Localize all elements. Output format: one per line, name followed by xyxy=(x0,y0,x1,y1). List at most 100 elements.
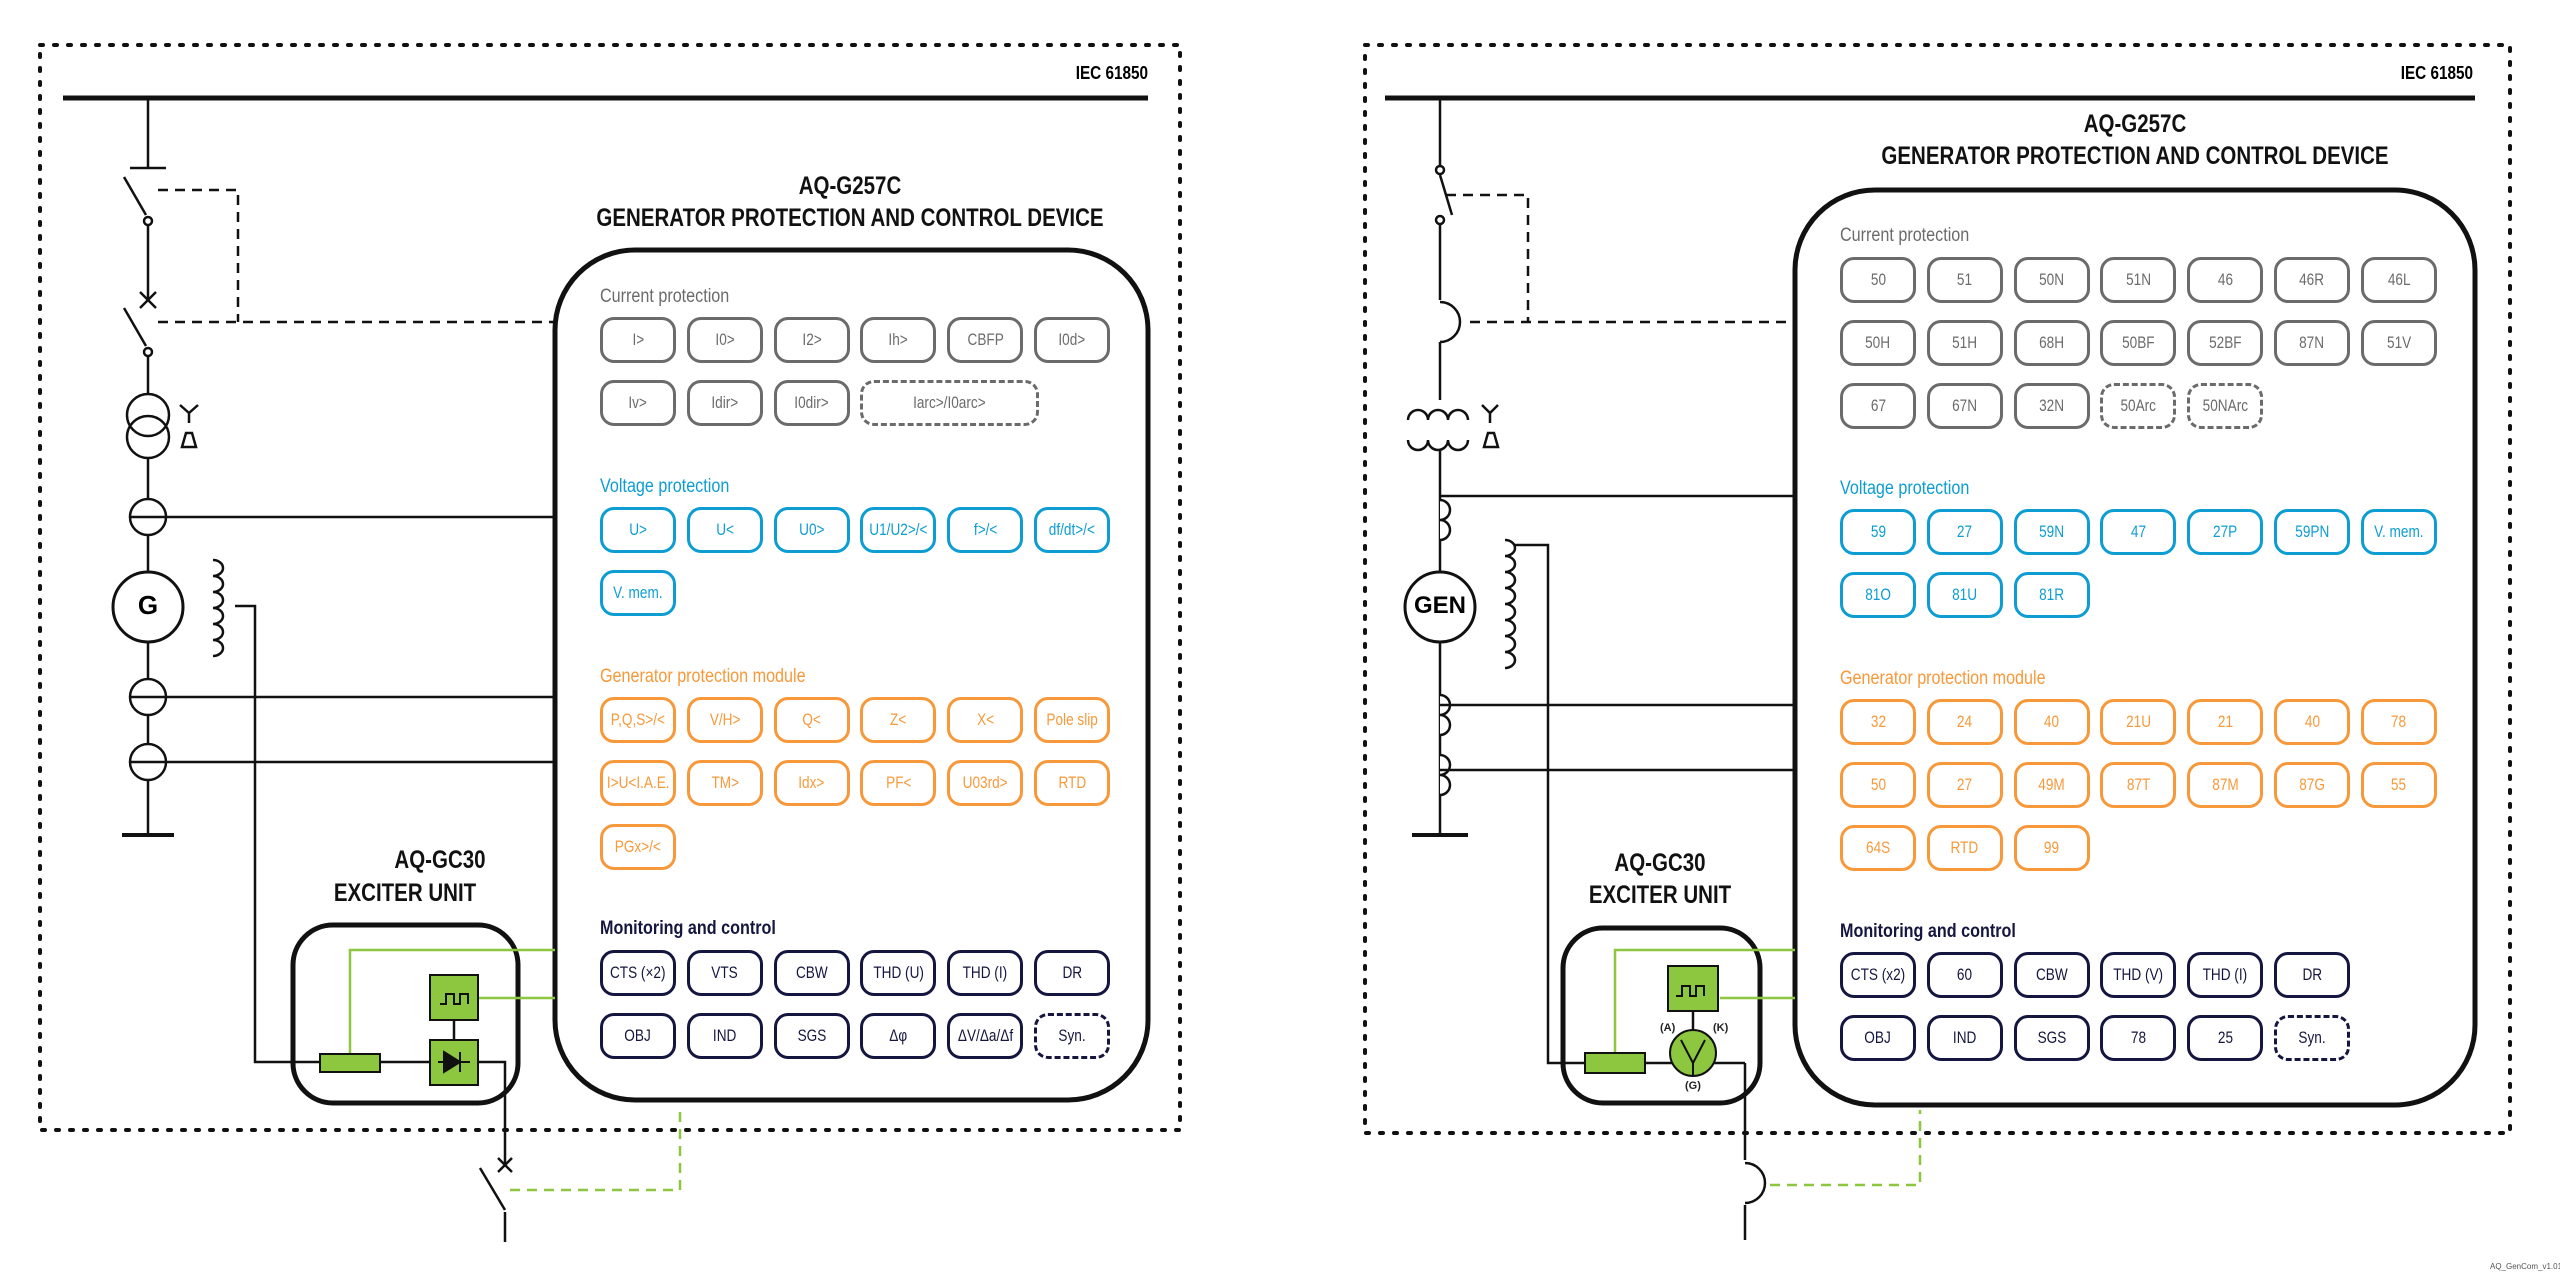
function-block-label: U03rd> xyxy=(962,773,1008,792)
function-block-generator: V/H> xyxy=(686,697,763,743)
section-title-voltage: Voltage protection xyxy=(600,476,730,497)
cathode-label: (K) xyxy=(1713,1022,1729,1034)
function-block-generator: Idx> xyxy=(773,760,850,806)
function-block-current: Idir> xyxy=(686,380,763,426)
generator-label: GEN xyxy=(1413,592,1466,619)
function-block-label: VTS xyxy=(711,963,739,982)
function-block-voltage: f>/< xyxy=(947,507,1024,553)
function-block-monitoring: VTS xyxy=(686,950,763,996)
function-block-monitoring: CBW xyxy=(773,950,850,996)
field-winding-icon xyxy=(1504,538,1517,670)
exciter-title: EXCITER UNIT xyxy=(333,879,477,907)
function-block-voltage: 27 xyxy=(1926,509,2003,555)
function-block-label: 87T xyxy=(2126,775,2151,794)
function-block-label: Q< xyxy=(802,710,821,729)
function-block-generator: 64S xyxy=(1840,825,1916,871)
function-block-label: 46L xyxy=(2387,270,2411,289)
function-block-label: 51 xyxy=(1957,270,1973,289)
function-block-label: ΔV/Δa/Δf xyxy=(957,1026,1013,1045)
function-block-current: 50H xyxy=(1840,320,1916,366)
function-block-current: 51H xyxy=(1926,320,2003,366)
function-block-label: CBW xyxy=(795,963,828,982)
function-block-voltage: U0> xyxy=(773,507,850,553)
function-block-label: Iv> xyxy=(628,393,648,412)
section-title-generator: Generator protection module xyxy=(600,666,806,687)
function-block-label: PF< xyxy=(885,773,912,792)
function-block-generator: 49M xyxy=(2013,762,2090,808)
function-block-label: 40 xyxy=(2304,712,2320,731)
function-block-label: U< xyxy=(715,520,734,539)
function-block-generator: I>U<I.A.E. xyxy=(600,760,676,806)
function-block-monitoring: CBW xyxy=(2013,952,2090,998)
function-block-monitoring: THD (U) xyxy=(860,950,937,996)
exciter-title: EXCITER UNIT xyxy=(1588,881,1732,909)
function-block-monitoring: DR xyxy=(1034,950,1110,996)
function-block-label: U> xyxy=(629,520,647,539)
function-block-label: 50Arc xyxy=(2120,396,2157,415)
function-block-label: 32N xyxy=(2039,396,2065,415)
function-block-generator: Q< xyxy=(773,697,850,743)
function-block-generator: 78 xyxy=(2360,699,2437,745)
function-block-label: THD (V) xyxy=(2113,965,2164,984)
function-block-label: U1/U2>/< xyxy=(869,520,928,539)
function-block-generator: TM> xyxy=(686,760,763,806)
function-block-label: I>U<I.A.E. xyxy=(606,773,670,792)
function-block-current: 46L xyxy=(2360,257,2437,303)
function-block-generator: Pole slip xyxy=(1034,697,1110,743)
function-block-label: P,Q,S>/< xyxy=(610,710,666,729)
function-block-monitoring: DR xyxy=(2274,952,2350,998)
function-block-generator: PGx>/< xyxy=(600,824,676,870)
function-block-label: Idir> xyxy=(711,393,739,412)
function-block-voltage: V. mem. xyxy=(2360,509,2437,555)
function-block-voltage: U1/U2>/< xyxy=(860,507,937,553)
function-block-label: 25 xyxy=(2217,1028,2233,1047)
function-block-current: Iv> xyxy=(600,380,676,426)
function-block-monitoring: Syn. xyxy=(2274,1015,2350,1061)
function-block-generator: 87T xyxy=(2100,762,2177,808)
function-block-current: I0> xyxy=(686,317,763,363)
function-block-label: DR xyxy=(1062,963,1082,982)
section-title-current: Current protection xyxy=(600,286,730,307)
function-block-current: 50N xyxy=(2013,257,2090,303)
exciter-box-right xyxy=(1560,925,1763,1106)
function-block-voltage: 47 xyxy=(2100,509,2177,555)
iec-boundary-right xyxy=(1363,43,2512,1135)
function-block-current: 32N xyxy=(2013,383,2090,429)
function-block-label: I0d> xyxy=(1058,330,1086,349)
function-block-label: 59 xyxy=(1870,522,1886,541)
function-block-current: CBFP xyxy=(947,317,1024,363)
function-block-monitoring: 78 xyxy=(2100,1015,2177,1061)
function-block-label: Iarc>/I0arc> xyxy=(913,393,987,412)
function-block-label: 81U xyxy=(1952,585,1978,604)
section-title-monitoring: Monitoring and control xyxy=(1840,921,2016,942)
exciter-model: AQ-GC30 xyxy=(394,846,486,874)
function-block-generator: RTD xyxy=(1926,825,2003,871)
function-block-current: I2> xyxy=(773,317,850,363)
function-block-label: 40 xyxy=(2044,712,2060,731)
device-model: AQ-G257C xyxy=(2083,110,2187,138)
function-block-generator: 21U xyxy=(2100,699,2177,745)
device-box-left xyxy=(552,247,1151,1103)
function-block-current: 51N xyxy=(2100,257,2177,303)
function-block-label: OBJ xyxy=(1864,1028,1892,1047)
function-block-label: 27 xyxy=(1957,522,1973,541)
section-title-voltage: Voltage protection xyxy=(1840,478,1970,499)
function-block-label: 81O xyxy=(1865,585,1891,604)
function-block-label: I2> xyxy=(801,330,822,349)
function-block-generator: 24 xyxy=(1926,699,2003,745)
function-block-voltage: 59PN xyxy=(2274,509,2350,555)
function-block-label: 27P xyxy=(2213,522,2238,541)
function-block-current: 67 xyxy=(1840,383,1916,429)
footer-code: AQ_GenCom_v1.01 xyxy=(2490,1262,2560,1271)
function-block-label: THD (I) xyxy=(962,963,1008,982)
function-block-generator: 40 xyxy=(2013,699,2090,745)
function-block-generator: PF< xyxy=(860,760,937,806)
function-block-current: I> xyxy=(600,317,676,363)
function-block-monitoring: 25 xyxy=(2187,1015,2264,1061)
function-block-label: 52BF xyxy=(2208,333,2242,352)
function-block-monitoring: CTS (×2) xyxy=(600,950,676,996)
function-block-current: 87N xyxy=(2274,320,2350,366)
function-block-label: 59PN xyxy=(2294,522,2330,541)
function-block-current: 50NArc xyxy=(2187,383,2264,429)
function-block-monitoring: THD (V) xyxy=(2100,952,2177,998)
